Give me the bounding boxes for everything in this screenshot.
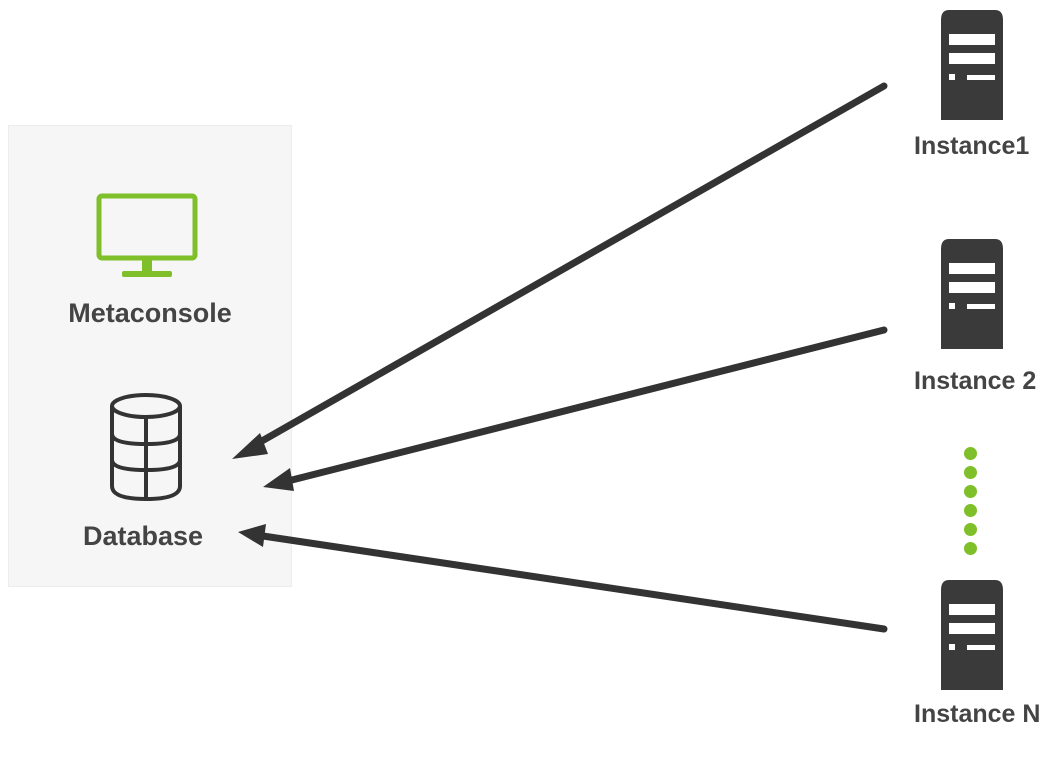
dot [964,542,977,555]
dot [964,485,977,498]
monitor-icon [96,193,198,288]
arrowhead-n [238,524,266,547]
arrowhead-1 [232,433,268,459]
ellipsis-dots [964,447,978,555]
server-icon [939,10,1005,127]
arrow-instance-n [259,532,888,633]
left-panel [8,125,292,587]
arrow-instance-1 [251,82,888,449]
database-icon [108,392,184,509]
dot [964,504,977,517]
arrowhead-2 [263,468,294,491]
server-icon [939,239,1005,356]
dot [964,447,977,460]
metaconsole-label: Metaconsole [68,298,232,328]
dot [964,523,977,536]
instance-1-label: Instance1 [914,132,1030,160]
instance-2-label: Instance 2 [914,367,1037,395]
arrow-instance-2 [284,326,888,485]
database-label: Database [82,521,204,551]
dot [964,466,977,479]
instance-n-label: Instance N [914,700,1041,728]
server-icon [939,580,1005,697]
